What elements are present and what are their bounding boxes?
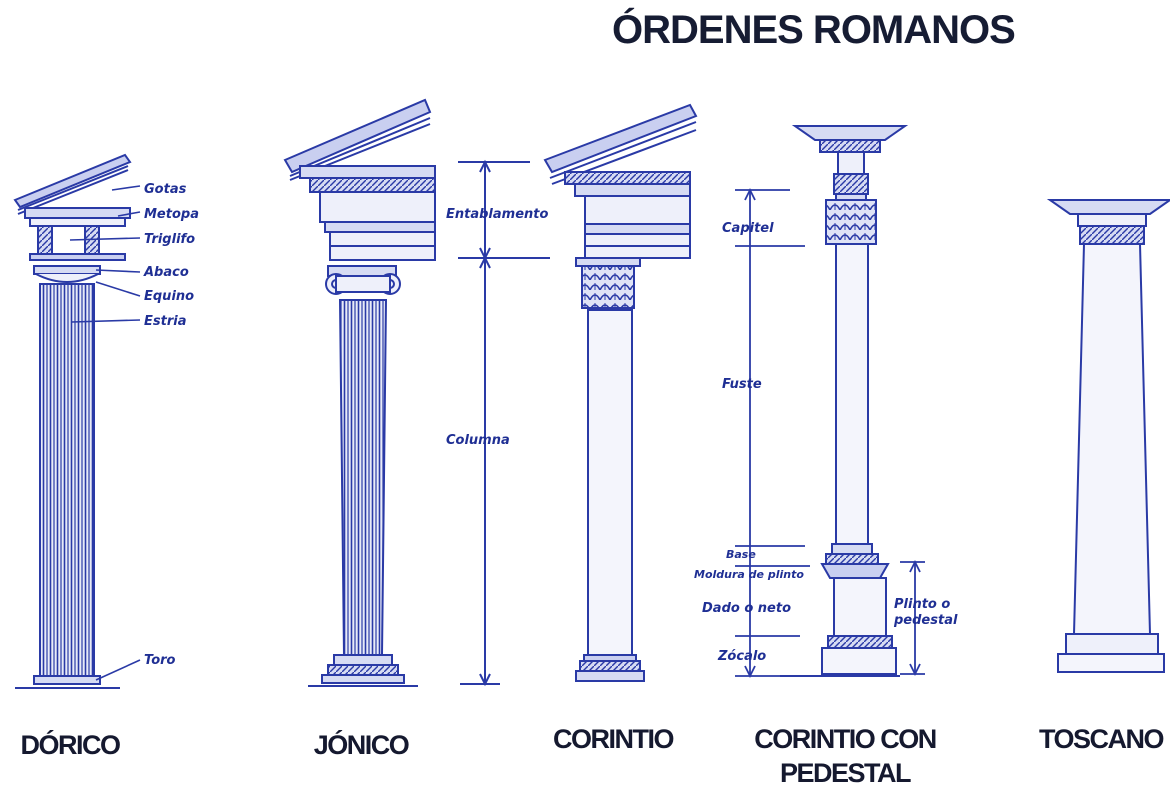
doric-base bbox=[15, 675, 120, 689]
label-fuste: Fuste bbox=[722, 377, 762, 392]
label-zocalo: Zócalo bbox=[717, 649, 766, 664]
corinthian-shaft bbox=[587, 309, 633, 656]
ionic-capital bbox=[325, 265, 401, 295]
ionic-base bbox=[308, 654, 418, 687]
tuscan-column bbox=[1046, 199, 1170, 673]
label-gotas: Gotas bbox=[144, 182, 187, 197]
doric-pediment bbox=[13, 153, 132, 215]
corinthian-pedestal-column bbox=[735, 125, 925, 679]
label-plinto-pedestal-2: pedestal bbox=[893, 613, 958, 628]
label-capitel: Capitel bbox=[722, 221, 774, 236]
order-name-doric: DÓRICO bbox=[20, 730, 122, 760]
label-equino: Equino bbox=[144, 289, 194, 304]
ionic-entablature bbox=[299, 165, 436, 261]
order-name-corinthian-pedestal-line2: PEDESTAL bbox=[779, 758, 912, 788]
doric-shaft bbox=[39, 283, 95, 677]
doric-leaders bbox=[69, 185, 141, 681]
page-title: ÓRDENES ROMANOS bbox=[612, 8, 1016, 52]
ionic-shaft bbox=[338, 299, 388, 656]
pedestal-dimension-lines bbox=[735, 187, 925, 679]
label-dado-neto: Dado o neto bbox=[702, 601, 791, 616]
pedestal-column-top bbox=[791, 125, 909, 201]
label-moldura-plinto: Moldura de plinto bbox=[694, 568, 804, 581]
order-name-corinthian: CORINTIO bbox=[553, 724, 675, 754]
pedestal-column-shaft bbox=[835, 243, 869, 545]
order-name-tuscan: TOSCANO bbox=[1038, 724, 1165, 754]
label-metopa: Metopa bbox=[144, 207, 199, 222]
corinthian-entablature bbox=[564, 171, 691, 259]
doric-capital bbox=[33, 265, 101, 283]
doric-column bbox=[13, 153, 141, 689]
label-toro: Toro bbox=[144, 653, 176, 668]
dimension-line-entablature-column bbox=[458, 159, 550, 687]
pedestal-column-capital bbox=[825, 199, 877, 245]
pedestal-block bbox=[780, 577, 900, 677]
label-entablamento: Entablamento bbox=[446, 207, 548, 222]
tuscan-shaft bbox=[1072, 243, 1152, 635]
corinthian-base bbox=[575, 654, 645, 682]
label-base: Base bbox=[726, 548, 756, 561]
label-abaco: Abaco bbox=[143, 265, 189, 280]
doric-entablature bbox=[24, 207, 131, 261]
annotation-labels: Gotas Metopa Triglifo Abaco Equino Estri… bbox=[143, 182, 958, 668]
order-name-ionic: JÓNICO bbox=[313, 730, 410, 760]
label-estria: Estria bbox=[144, 314, 186, 329]
order-name-corinthian-pedestal-line1: CORINTIO CON bbox=[754, 724, 937, 754]
order-name-corinthian-pedestal: CORINTIO CON PEDESTAL bbox=[740, 722, 950, 790]
ionic-column bbox=[283, 98, 436, 687]
label-columna: Columna bbox=[446, 433, 510, 448]
corinthian-capital bbox=[575, 257, 641, 309]
label-triglifo: Triglifo bbox=[144, 232, 195, 247]
pedestal-column-base bbox=[820, 543, 890, 579]
label-plinto-pedestal-1: Plinto o bbox=[894, 597, 950, 612]
corinthian-column bbox=[543, 103, 698, 682]
